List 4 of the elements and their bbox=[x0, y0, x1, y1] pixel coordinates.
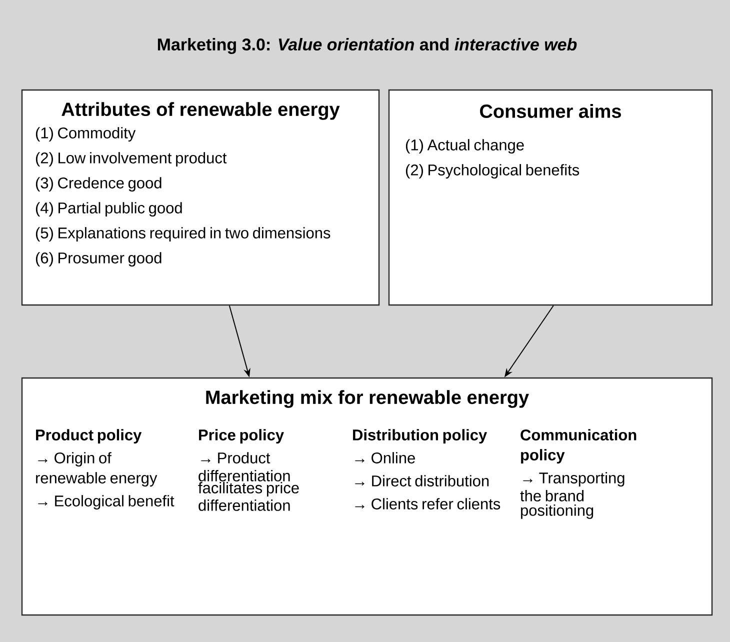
text-box: Attributes of renewable energy (1) Commodity (2) Low involvement product (3) Credence good (4) Partial public good (5) Explanations required in two dimensions (6) Prosumer good bbox=[21, 89, 380, 306]
text-box: Consumer aims (1) Actual change (2) Psychological benefits bbox=[388, 89, 713, 306]
title: Marketing 3.0: Value orientation and interactive web bbox=[158, 38, 577, 54]
text-box: Marketing mix for renewable energy Product policy → Origin of renewable energy → Ecological benefit Price policy → Product differentiation facilitates price differentiation Distribution policy → Online → Direct distribution → Clients refer clients Communication policy → Transporting the brand positioning bbox=[21, 377, 713, 616]
